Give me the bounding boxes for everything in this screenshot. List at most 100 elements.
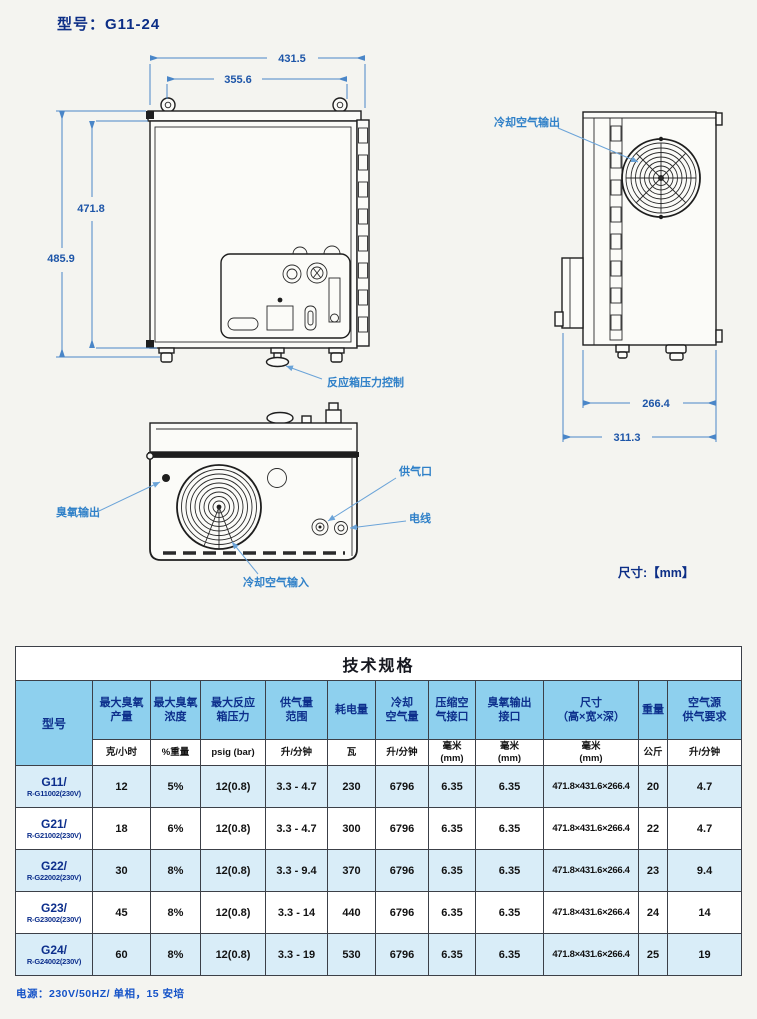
spec-cell: 471.8×431.6×266.4 <box>543 807 639 850</box>
spec-cell: 6796 <box>375 849 429 892</box>
power-cable-gland <box>334 521 348 535</box>
model-code: R-G24002(230V) <box>26 957 82 967</box>
spec-cell: 30 <box>92 849 151 892</box>
col-header: 耗电量 <box>327 680 376 740</box>
dim-height-overall: 485.9 <box>47 253 75 265</box>
spec-cell: 5% <box>150 765 201 808</box>
spec-cell: 6.35 <box>475 891 544 934</box>
model-code: R-G21002(230V) <box>26 831 82 841</box>
table-title: 技术规格 <box>14 646 743 681</box>
front-dimensions: 431.5 355.6 471.8 485.9 <box>47 53 366 358</box>
spec-cell: 6.35 <box>428 891 476 934</box>
unit-cell: 升/分钟 <box>265 739 328 766</box>
ozone-outlet-label: 臭氧输出 <box>56 505 100 519</box>
spec-cell: 6796 <box>375 765 429 808</box>
col-header: 压缩空气接口 <box>428 680 476 740</box>
power-supply-note: 电源：230V/50HZ/ 单相，15 安培 <box>16 988 185 1000</box>
col-header: 重量 <box>638 680 668 740</box>
dimension-units-note: 尺寸:【mm】 <box>618 565 694 580</box>
air-supply-fitting <box>311 518 329 536</box>
dim-width-overall: 431.5 <box>278 53 306 65</box>
spec-cell: 440 <box>327 891 376 934</box>
spec-cell: 530 <box>327 933 376 976</box>
dim-height-body: 471.8 <box>77 203 105 215</box>
col-header: 尺寸（高×宽×深） <box>543 680 639 740</box>
front-view-drawing: 431.5 355.6 471.8 485.9 反应箱压力控制 <box>47 53 404 389</box>
spec-cell: 9.4 <box>666 849 743 892</box>
air-supply-port-label: 供气口 <box>398 464 432 478</box>
col-header: 最大臭氧浓度 <box>150 680 201 740</box>
pressure-control-valve <box>265 347 290 368</box>
spec-cell: 230 <box>327 765 376 808</box>
spec-cell: 6796 <box>375 933 429 976</box>
spec-cell: 12(0.8) <box>200 891 266 934</box>
unit-cell: 升/分钟 <box>666 739 743 766</box>
page-title: 型号：G11-24 <box>57 16 161 33</box>
spec-cell: 22 <box>638 807 668 850</box>
dim-depth-overall: 311.3 <box>614 432 641 444</box>
spec-cell: 60 <box>92 933 151 976</box>
unit-cell: 毫米(mm) <box>475 739 544 766</box>
spec-cell: 25 <box>638 933 668 976</box>
model-name: G22/ <box>40 858 67 873</box>
col-header: 最大臭氧产量 <box>92 680 151 740</box>
unit-cell: 克/小时 <box>92 739 151 766</box>
col-header-model: 型号 <box>15 680 93 766</box>
spec-table: 技术规格 型号 最大臭氧产量 最大臭氧浓度 最大反应箱压力 供气量范围 耗电量 … <box>14 646 743 976</box>
spec-cell: 4.7 <box>666 765 743 808</box>
col-header: 最大反应箱压力 <box>200 680 266 740</box>
spec-cell: 6% <box>150 807 201 850</box>
unit-cell: %重量 <box>150 739 201 766</box>
cooling-air-outlet-label: 冷却空气输出 <box>494 115 560 129</box>
spec-cell: 6796 <box>375 807 429 850</box>
side-dimensions: 266.4 311.3 <box>562 333 717 444</box>
spec-cell: 6.35 <box>475 765 544 808</box>
spec-cell: 6.35 <box>428 933 476 976</box>
spec-cell: 471.8×431.6×266.4 <box>543 849 639 892</box>
cooling-air-inlet-label: 冷却空气输入 <box>243 575 309 589</box>
pressure-control-label: 反应箱压力控制 <box>327 375 404 389</box>
spec-cell: 471.8×431.6×266.4 <box>543 933 639 976</box>
hinge-knuckles <box>610 125 622 331</box>
spec-cell: 18 <box>92 807 151 850</box>
spec-cell: 6.35 <box>428 849 476 892</box>
model-cell: G24/R-G24002(230V) <box>15 933 93 976</box>
spec-cell: 370 <box>327 849 376 892</box>
spec-cell: 20 <box>638 765 668 808</box>
spec-cell: 12(0.8) <box>200 765 266 808</box>
control-panel <box>220 245 351 339</box>
unit-cell: 升/分钟 <box>375 739 429 766</box>
model-code: R-G11002(230V) <box>27 789 81 799</box>
unit-row: 克/小时 %重量 psig (bar) 升/分钟 瓦 升/分钟 毫米(mm) 毫… <box>16 739 743 766</box>
unit-cell: 公斤 <box>638 739 668 766</box>
hinge-strip <box>356 119 370 347</box>
spec-cell: 471.8×431.6×266.4 <box>543 891 639 934</box>
model-cell: G11/R-G11002(230V) <box>15 765 93 808</box>
fan-grille-icon <box>621 136 701 220</box>
side-view-drawing: 266.4 311.3 冷却空气输出 <box>494 111 723 444</box>
model-name: G23/ <box>40 900 67 915</box>
ozone-outlet-port <box>162 474 170 482</box>
spec-cell: 12(0.8) <box>200 849 266 892</box>
spec-cell: 3.3 - 19 <box>265 933 328 976</box>
unit-cell: 毫米(mm) <box>428 739 476 766</box>
model-name: G24/ <box>40 942 67 957</box>
model-cell: G23/R-G23002(230V) <box>15 891 93 934</box>
model-name: G21/ <box>40 816 67 831</box>
spec-cell: 6.35 <box>475 933 544 976</box>
wall-bracket <box>554 257 584 329</box>
col-header: 空气源供气要求 <box>666 680 743 740</box>
spec-cell: 471.8×431.6×266.4 <box>543 765 639 808</box>
spec-cell: 6.35 <box>475 807 544 850</box>
model-code: R-G22002(230V) <box>26 873 82 883</box>
spec-cell: 6.35 <box>428 807 476 850</box>
technical-drawings: 431.5 355.6 471.8 485.9 反应箱压力控制 <box>47 53 723 589</box>
spec-cell: 8% <box>150 891 201 934</box>
